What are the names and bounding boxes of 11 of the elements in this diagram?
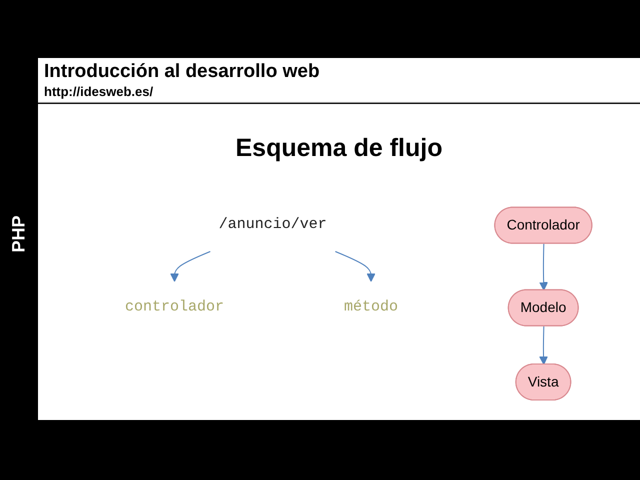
header-url: http://idesweb.es/ [44, 84, 154, 99]
arrow [170, 250, 210, 282]
node-text: controlador [124, 298, 224, 315]
node-text: /anuncio/ver [218, 216, 326, 232]
slide-title: Esquema de flujo [236, 134, 442, 162]
node-text: método [344, 298, 398, 315]
arrow [538, 325, 548, 364]
side-label: PHP [8, 218, 30, 252]
arrow [538, 242, 548, 290]
arrow [334, 250, 375, 282]
header-title: Introducción al desarrollo web [44, 61, 320, 83]
